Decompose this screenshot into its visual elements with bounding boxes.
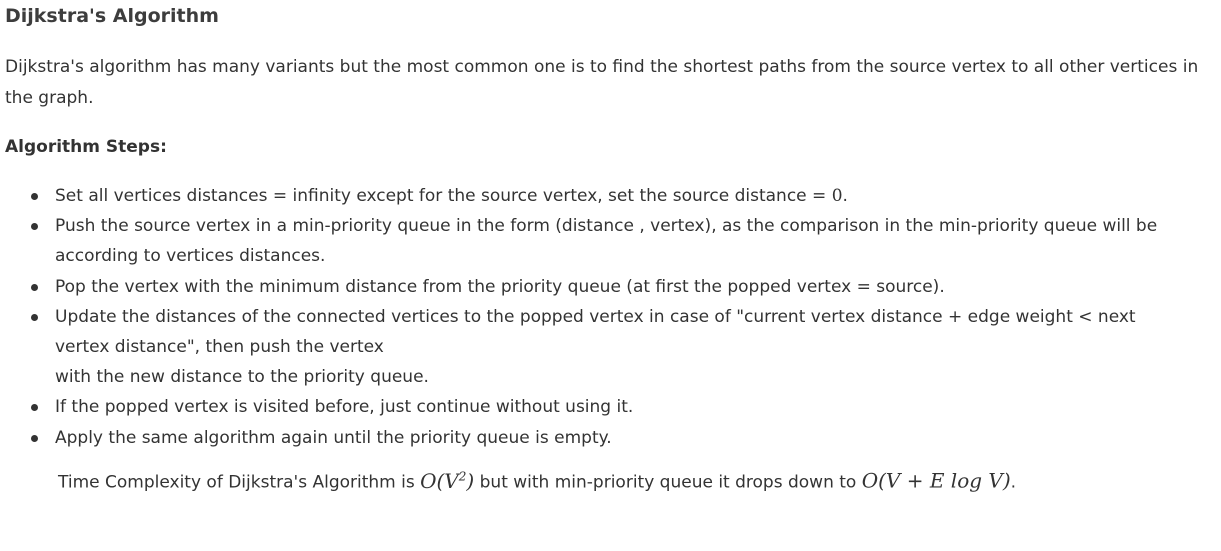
formula-base: O(V — [420, 468, 459, 493]
intro-paragraph: Dijkstra's algorithm has many variants b… — [5, 57, 1199, 108]
formula-exponent: 2 — [458, 469, 467, 483]
bullet-icon — [31, 313, 38, 321]
list-item: Apply the same algorithm again until the… — [5, 423, 1195, 453]
bullet-icon — [31, 404, 38, 412]
step-text: Pop the vertex with the minimum distance… — [55, 276, 945, 297]
formula-close: ) — [466, 468, 475, 493]
list-item: Pop the vertex with the minimum distance… — [5, 272, 1195, 302]
step-text: Apply the same algorithm again until the… — [55, 427, 612, 448]
complexity-note: Time Complexity of Dijkstra's Algorithm … — [58, 461, 1016, 498]
complexity-formula-quadratic: O(V2) — [420, 469, 474, 493]
step-text: Set all vertices distances = infinity ex… — [55, 186, 832, 206]
list-item: Push the source vertex in a min-priority… — [5, 211, 1195, 271]
step-text: Update the distances of the connected ve… — [55, 306, 1136, 358]
bullet-icon — [31, 434, 38, 442]
list-item: If the popped vertex is visited before, … — [5, 392, 1195, 422]
step-math: 0 — [831, 186, 843, 206]
complexity-formula-heap: O(V + E log V) — [861, 468, 1011, 493]
list-item: Update the distances of the connected ve… — [5, 302, 1195, 393]
bullet-icon — [31, 223, 38, 231]
complexity-middle: but with min-priority queue it drops dow… — [474, 472, 862, 493]
step-text-continued: with the new distance to the priority qu… — [55, 367, 429, 388]
steps-list: Set all vertices distances = infinity ex… — [5, 181, 1195, 453]
step-text: Push the source vertex in a min-priority… — [55, 216, 1158, 267]
complexity-suffix: . — [1010, 472, 1017, 493]
complexity-prefix: Time Complexity of Dijkstra's Algorithm … — [58, 472, 421, 493]
bullet-icon — [31, 193, 38, 200]
list-item: Set all vertices distances = infinity ex… — [5, 181, 1195, 211]
bullet-icon — [31, 283, 38, 291]
page-title: Dijkstra's Algorithm — [5, 5, 219, 27]
step-text-after: . — [842, 186, 848, 206]
steps-heading: Algorithm Steps: — [5, 137, 167, 157]
step-text: If the popped vertex is visited before, … — [55, 397, 634, 418]
